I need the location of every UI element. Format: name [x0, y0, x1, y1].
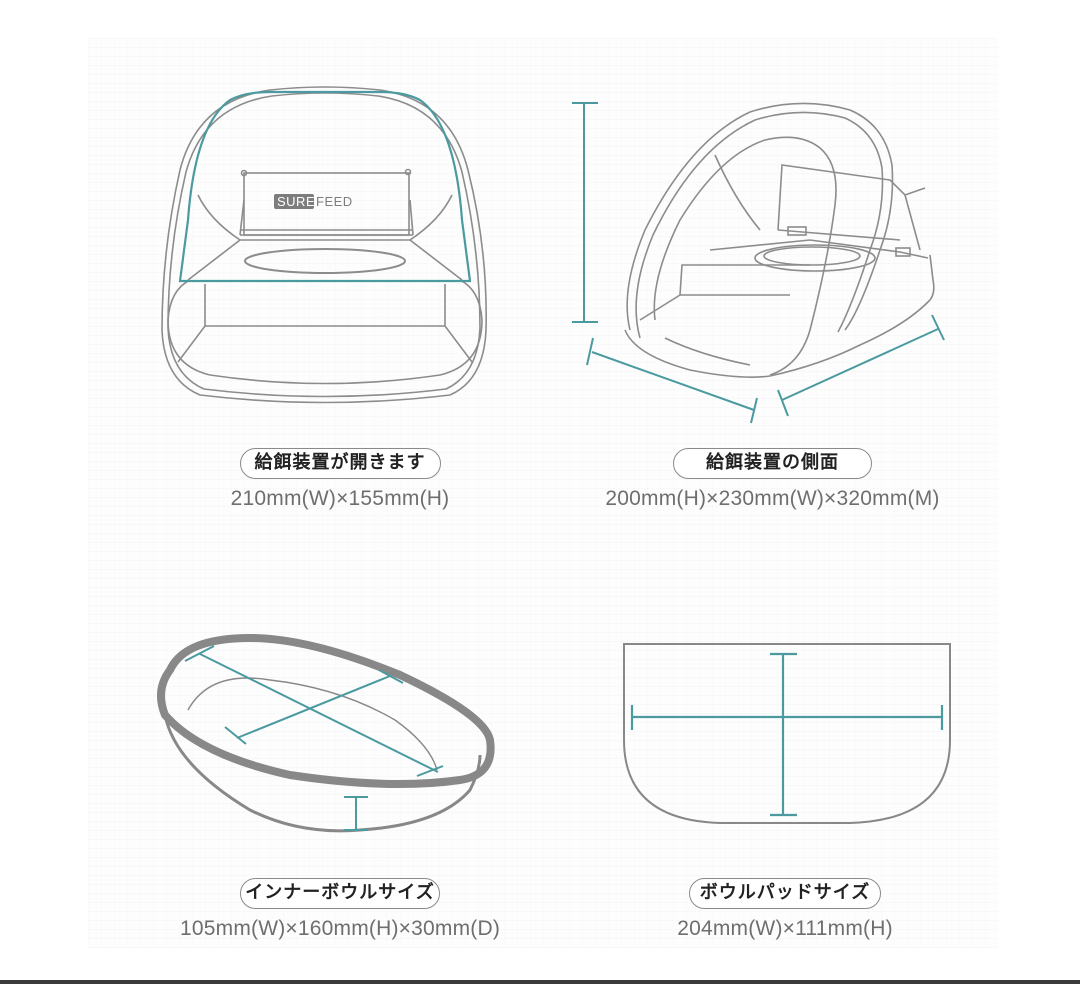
- caption-dimensions: 200mm(H)×230mm(W)×320mm(M): [605, 487, 940, 510]
- brand-logo-part2: FEED: [316, 194, 353, 209]
- bottom-bar: [0, 980, 1080, 984]
- feeder-front-open-icon: SURE FEED: [161, 86, 487, 404]
- panel-feeder-front: SURE FEED: [150, 80, 500, 420]
- caption-dimensions: 210mm(W)×155mm(H): [230, 487, 450, 510]
- caption-title: インナーボウルサイズ: [240, 878, 440, 909]
- caption-bowl-pad: ボウルパッドサイズ 204mm(W)×111mm(H): [610, 878, 960, 941]
- brand-logo-part1: SURE: [277, 194, 315, 209]
- caption-feeder-front: 給餌装置が開きます 210mm(W)×155mm(H): [170, 448, 510, 511]
- feeder-side-view-icon: [572, 102, 945, 424]
- caption-title: ボウルパッドサイズ: [688, 878, 882, 909]
- diagram-sheet: [88, 38, 998, 948]
- panel-bowl-pad: [610, 630, 960, 840]
- panel-feeder-side: [560, 80, 980, 430]
- caption-dimensions: 204mm(W)×111mm(H): [677, 917, 893, 940]
- caption-title: 給餌装置の側面: [673, 448, 872, 479]
- inner-bowl-icon: [157, 633, 495, 833]
- caption-inner-bowl: インナーボウルサイズ 105mm(W)×160mm(H)×30mm(D): [130, 878, 550, 941]
- bowl-pad-icon: [623, 643, 951, 824]
- caption-feeder-side: 給餌装置の側面 200mm(H)×230mm(W)×320mm(M): [560, 448, 985, 511]
- caption-title: 給餌装置が開きます: [239, 448, 441, 479]
- panel-inner-bowl: [140, 630, 510, 850]
- caption-dimensions: 105mm(W)×160mm(H)×30mm(D): [179, 917, 501, 940]
